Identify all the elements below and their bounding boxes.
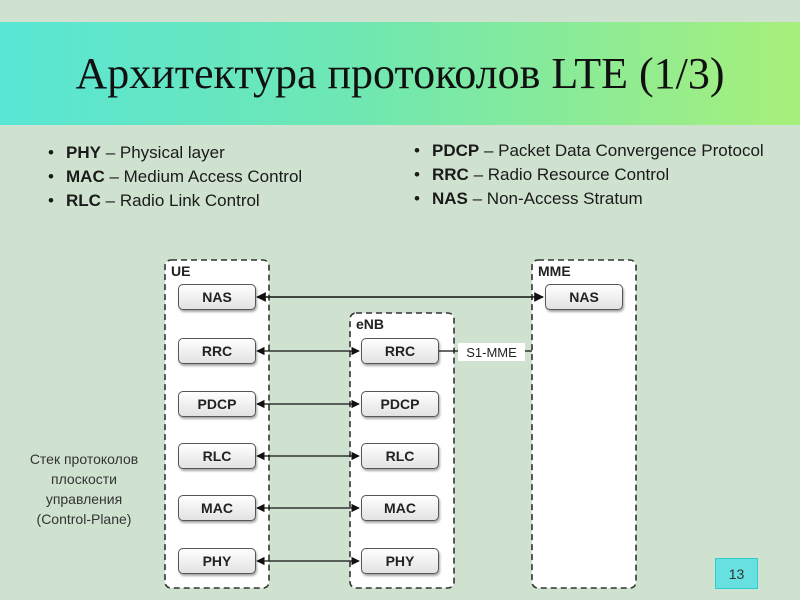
mme-nas-block: NAS: [545, 284, 623, 310]
bullet-text: – Packet Data Convergence Protocol: [479, 141, 764, 160]
ue-pdcp-block: PDCP: [178, 391, 256, 417]
caption-line: плоскости: [51, 471, 117, 487]
s1-mme-label: S1-MME: [458, 343, 525, 361]
bullet-abbr: MAC: [66, 167, 105, 186]
bullet-item: RRC – Radio Resource Control: [410, 163, 770, 187]
enb-label: eNB: [356, 316, 385, 332]
control-plane-caption: Стек протоколов плоскости управления (Co…: [4, 449, 164, 529]
caption-line: управления: [45, 491, 123, 507]
bullet-item: MAC – Medium Access Control: [44, 165, 404, 189]
ue-nas-block: NAS: [178, 284, 256, 310]
bullet-text: – Physical layer: [100, 143, 225, 162]
bullet-abbr: PDCP: [432, 141, 480, 160]
bullet-item: PDCP – Packet Data Convergence Protocol: [410, 139, 770, 163]
enb-rrc-block: RRC: [361, 338, 439, 364]
bullet-item: RLC – Radio Link Control: [44, 189, 404, 213]
ue-rlc-block: RLC: [178, 443, 256, 469]
bullet-abbr: RRC: [432, 165, 469, 184]
bullet-item: PHY – Physical layer: [44, 141, 404, 165]
bullet-list-right: PDCP – Packet Data Convergence Protocol …: [410, 139, 770, 211]
slide-title: Архитектура протоколов LTE (1/3): [75, 49, 725, 98]
enb-mac-block: MAC: [361, 495, 439, 521]
title-bar: Архитектура протоколов LTE (1/3): [0, 22, 800, 125]
bullet-text: – Medium Access Control: [104, 167, 303, 186]
caption-line: Стек протоколов: [29, 451, 139, 467]
caption-line: (Control-Plane): [36, 511, 132, 527]
ue-mac-block: MAC: [178, 495, 256, 521]
bullet-text: – Non-Access Stratum: [467, 189, 643, 208]
ue-rrc-block: RRC: [178, 338, 256, 364]
enb-phy-block: PHY: [361, 548, 439, 574]
enb-pdcp-block: PDCP: [361, 391, 439, 417]
enb-rlc-block: RLC: [361, 443, 439, 469]
bullet-abbr: RLC: [66, 191, 101, 210]
ue-phy-block: PHY: [178, 548, 256, 574]
bullet-list-left: PHY – Physical layer MAC – Medium Access…: [44, 141, 404, 213]
bullet-abbr: NAS: [432, 189, 468, 208]
mme-label: MME: [538, 263, 571, 279]
bullet-abbr: PHY: [66, 143, 101, 162]
bullet-text: – Radio Link Control: [100, 191, 260, 210]
bullet-text: – Radio Resource Control: [468, 165, 670, 184]
page-number: 13: [715, 558, 758, 589]
ue-label: UE: [171, 263, 191, 279]
bullet-item: NAS – Non-Access Stratum: [410, 187, 770, 211]
